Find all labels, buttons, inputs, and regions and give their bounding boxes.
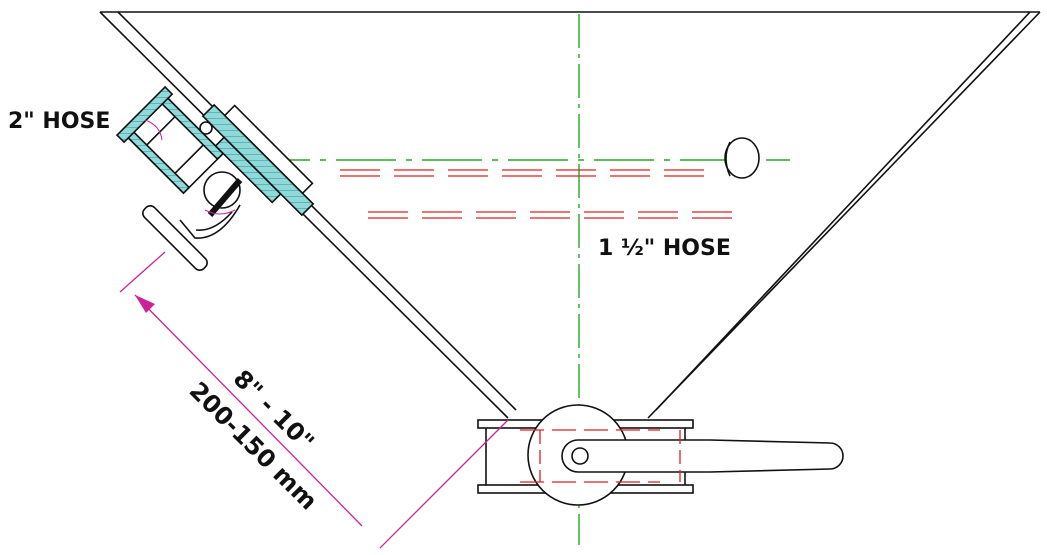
label-1-5in-hose: 1 ½" HOSE xyxy=(598,236,731,261)
valve-yoke xyxy=(179,204,241,239)
extension-line-bottom xyxy=(379,419,509,549)
hopper-left-wall-outer xyxy=(99,11,509,419)
extension-line-top xyxy=(119,251,166,293)
label-2in-hose: 2" HOSE xyxy=(8,109,110,134)
hose-coupling xyxy=(115,85,225,195)
bottom-gate-valve xyxy=(477,404,844,506)
side-valve-assembly xyxy=(115,85,315,271)
dimension-8-10 xyxy=(119,251,509,549)
bolt-head xyxy=(199,121,213,135)
handwheel xyxy=(142,205,208,271)
dimension-arrowhead xyxy=(135,295,155,313)
lever-pivot xyxy=(571,447,589,465)
hidden-hose-upper xyxy=(340,169,710,177)
hopper-right-wall-inner xyxy=(655,11,1031,411)
hopper-left-wall-inner xyxy=(117,11,517,411)
gate-lever-handle xyxy=(561,439,844,473)
hose-end-cap xyxy=(724,137,760,179)
dimension-line xyxy=(134,294,363,527)
valve-stem xyxy=(207,178,243,217)
hopper-body xyxy=(99,11,1041,419)
wall-flange xyxy=(201,103,315,217)
hidden-hose-lower xyxy=(368,211,732,219)
valve-ball xyxy=(203,171,241,209)
hopper-right-wall-outer xyxy=(647,11,1041,419)
